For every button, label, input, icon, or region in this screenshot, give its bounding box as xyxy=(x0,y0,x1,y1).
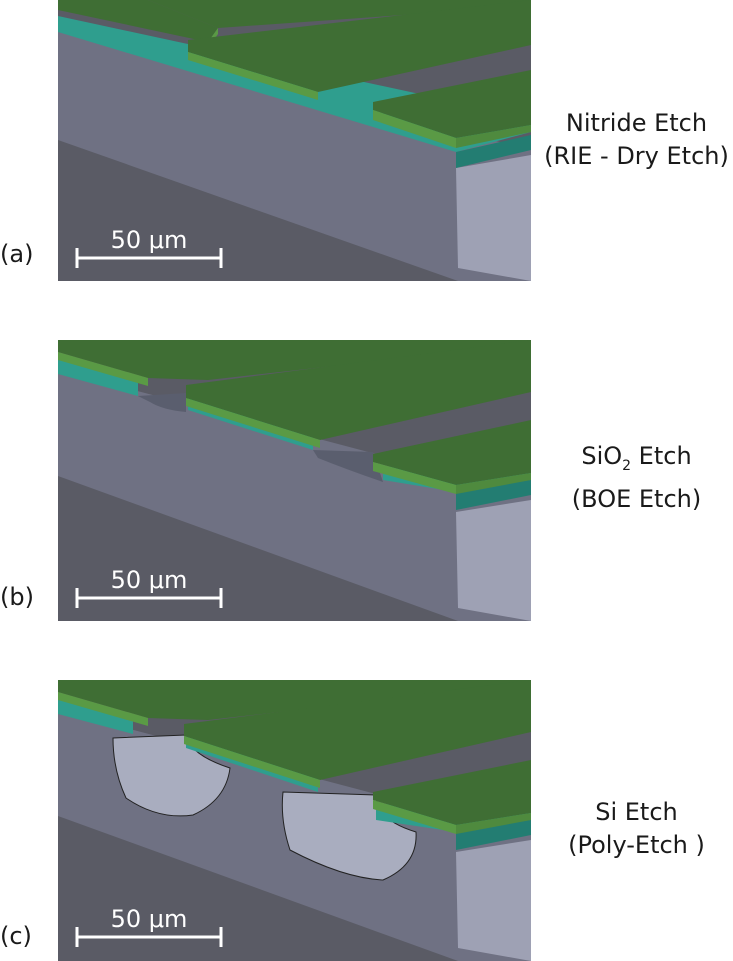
caption-c: Si Etch (Poly-Etch ) xyxy=(540,796,733,862)
caption-b: SiO2 Etch (BOE Etch) xyxy=(540,440,733,516)
silicon-front-face xyxy=(456,840,531,961)
nitride-strip-2 xyxy=(184,680,531,780)
scale-bar: 50 μm xyxy=(75,905,223,947)
nitride-strip-1 xyxy=(58,680,531,720)
scale-label: 50 μm xyxy=(111,905,188,933)
nitride-strip-3 xyxy=(373,420,531,485)
caption-b-line1: SiO2 Etch xyxy=(581,442,692,474)
etch-cavity-1 xyxy=(112,734,231,817)
caption-a: Nitride Etch (RIE - Dry Etch) xyxy=(540,107,733,173)
caption-a-line1: Nitride Etch xyxy=(565,109,708,137)
silicon-front-face xyxy=(456,500,531,621)
caption-c-line2: (Poly-Etch ) xyxy=(568,831,705,859)
undercut-pocket-1 xyxy=(138,393,186,412)
panel-c-illustration: 50 μm xyxy=(58,680,531,961)
undercut-pocket-2 xyxy=(313,450,383,482)
panel-a-illustration: 50 μm xyxy=(58,0,531,281)
silicon-front-face xyxy=(456,155,531,281)
nitride-strip-2 xyxy=(188,0,531,92)
nitride-strip-1 xyxy=(58,340,531,380)
caption-c-line1: Si Etch xyxy=(595,798,678,826)
oxide-layer xyxy=(58,698,133,734)
nitride-strip-3 xyxy=(373,760,531,825)
panel-b-illustration: 50 μm xyxy=(58,340,531,621)
nitride-strip-1 xyxy=(58,0,218,42)
scale-label: 50 μm xyxy=(111,566,188,594)
nitride-strip-3 xyxy=(373,70,531,138)
oxide-layer xyxy=(58,358,138,396)
silicon-top-surface xyxy=(58,370,531,621)
scale-bar: 50 μm xyxy=(75,566,223,608)
caption-a-line2: (RIE - Dry Etch) xyxy=(544,142,729,170)
panel-letter-a: (a) xyxy=(0,240,34,268)
silicon-top-surface xyxy=(58,28,531,281)
caption-b-line2: (BOE Etch) xyxy=(571,485,702,513)
scale-label: 50 μm xyxy=(111,226,188,254)
panel-letter-b: (b) xyxy=(0,583,34,611)
panel-letter-c: (c) xyxy=(0,922,32,950)
scale-bar: 50 μm xyxy=(75,226,223,268)
nitride-strip-2 xyxy=(186,340,531,440)
